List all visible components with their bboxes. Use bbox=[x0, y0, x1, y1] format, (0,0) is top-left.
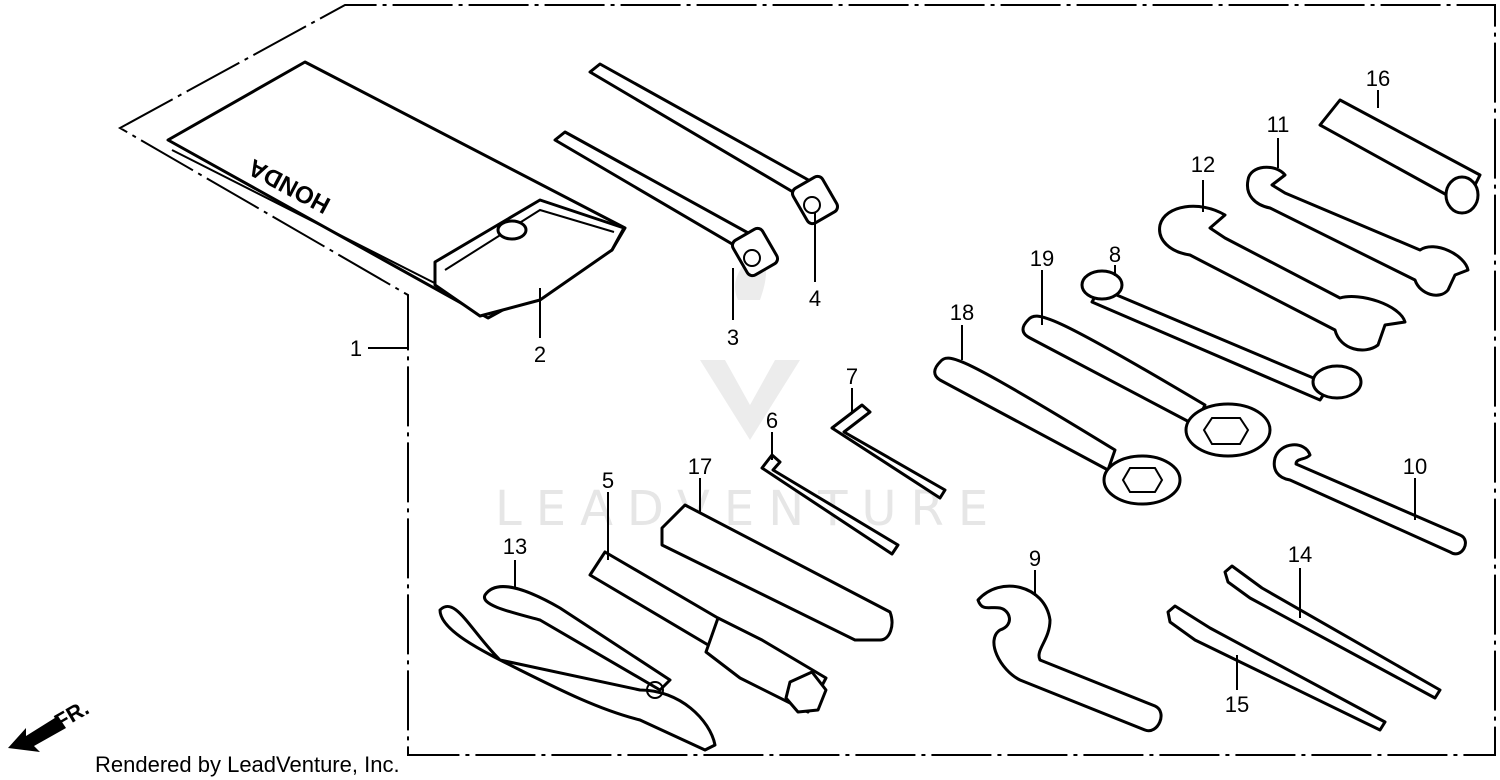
callout-12: 12 bbox=[1191, 152, 1215, 177]
callout-15: 15 bbox=[1225, 692, 1249, 717]
callout-7: 7 bbox=[846, 364, 858, 389]
callout-8: 8 bbox=[1109, 242, 1121, 267]
callout-17: 17 bbox=[688, 454, 712, 479]
render-credit: Rendered by LeadVenture, Inc. bbox=[95, 752, 400, 777]
callout-1: 1 bbox=[350, 336, 362, 361]
combination-wrench-8 bbox=[1080, 269, 1363, 402]
screwdriver-14 bbox=[1223, 564, 1442, 700]
hex-key-7 bbox=[830, 403, 947, 500]
extension-bar-4 bbox=[588, 62, 840, 226]
watermark-text: LEADVENTURE bbox=[495, 481, 1002, 537]
front-arrow-icon bbox=[8, 716, 66, 752]
kit-outline-frame bbox=[117, 4, 1496, 756]
pliers-13 bbox=[438, 584, 717, 752]
callout-5: 5 bbox=[602, 468, 614, 493]
plug-wrench-5 bbox=[588, 550, 828, 714]
callout-2: 2 bbox=[534, 342, 546, 367]
tool-pouch: HONDA bbox=[166, 60, 627, 320]
open-wrench-10 bbox=[1272, 443, 1467, 556]
socket-16 bbox=[1318, 98, 1482, 215]
callout-16: 16 bbox=[1366, 66, 1390, 91]
callout-11: 11 bbox=[1267, 112, 1290, 137]
screwdriver-15 bbox=[1166, 604, 1387, 732]
callout-10: 10 bbox=[1403, 454, 1427, 479]
callout-numbers: 1 2 3 4 5 6 7 8 9 10 11 12 13 14 15 16 1… bbox=[350, 66, 1427, 717]
callout-6: 6 bbox=[766, 408, 778, 433]
leader-lines bbox=[368, 90, 1416, 690]
open-wrench-11 bbox=[1245, 165, 1470, 297]
box-wrench-19 bbox=[1021, 314, 1272, 458]
watermark: LEADVENTURE bbox=[495, 235, 1002, 537]
box-wrench-18 bbox=[933, 356, 1182, 506]
callout-14: 14 bbox=[1288, 542, 1312, 567]
callout-3: 3 bbox=[727, 325, 739, 350]
callout-19: 19 bbox=[1030, 246, 1054, 271]
watermark-logo bbox=[700, 360, 800, 440]
extension-bar-3 bbox=[553, 130, 780, 278]
front-direction-indicator: FR. bbox=[8, 695, 93, 752]
hook-spanner-9 bbox=[976, 584, 1163, 733]
callout-4: 4 bbox=[809, 286, 821, 311]
handle-bar-17 bbox=[660, 503, 894, 642]
callout-18: 18 bbox=[950, 300, 974, 325]
callout-13: 13 bbox=[503, 534, 527, 559]
callout-9: 9 bbox=[1029, 546, 1041, 571]
